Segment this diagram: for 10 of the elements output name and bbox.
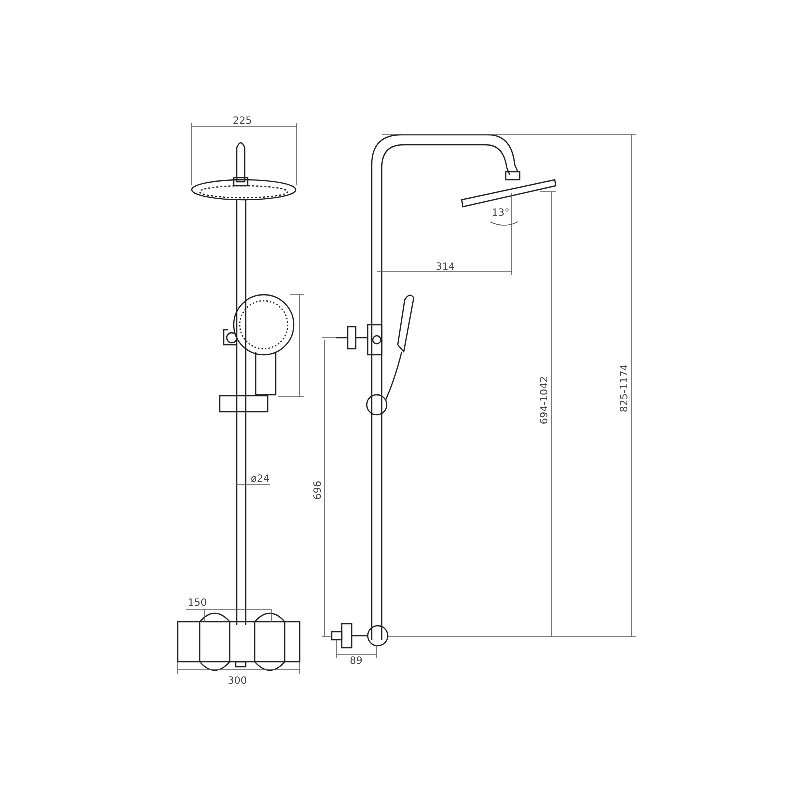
dimension-label: 300 bbox=[228, 676, 248, 687]
dimension-label: ø24 bbox=[251, 474, 270, 485]
dimension-label: 696 bbox=[312, 480, 324, 500]
dimension-label: 89 bbox=[350, 656, 363, 667]
dimension-label: 150 bbox=[188, 598, 208, 609]
dimension-label: 825-1174 bbox=[620, 364, 631, 412]
dimension-label: 13° bbox=[492, 208, 510, 219]
dimension-label: 694-1042 bbox=[540, 376, 551, 424]
dimension-label: 225 bbox=[233, 116, 252, 127]
dimension-label: 314 bbox=[436, 262, 456, 273]
